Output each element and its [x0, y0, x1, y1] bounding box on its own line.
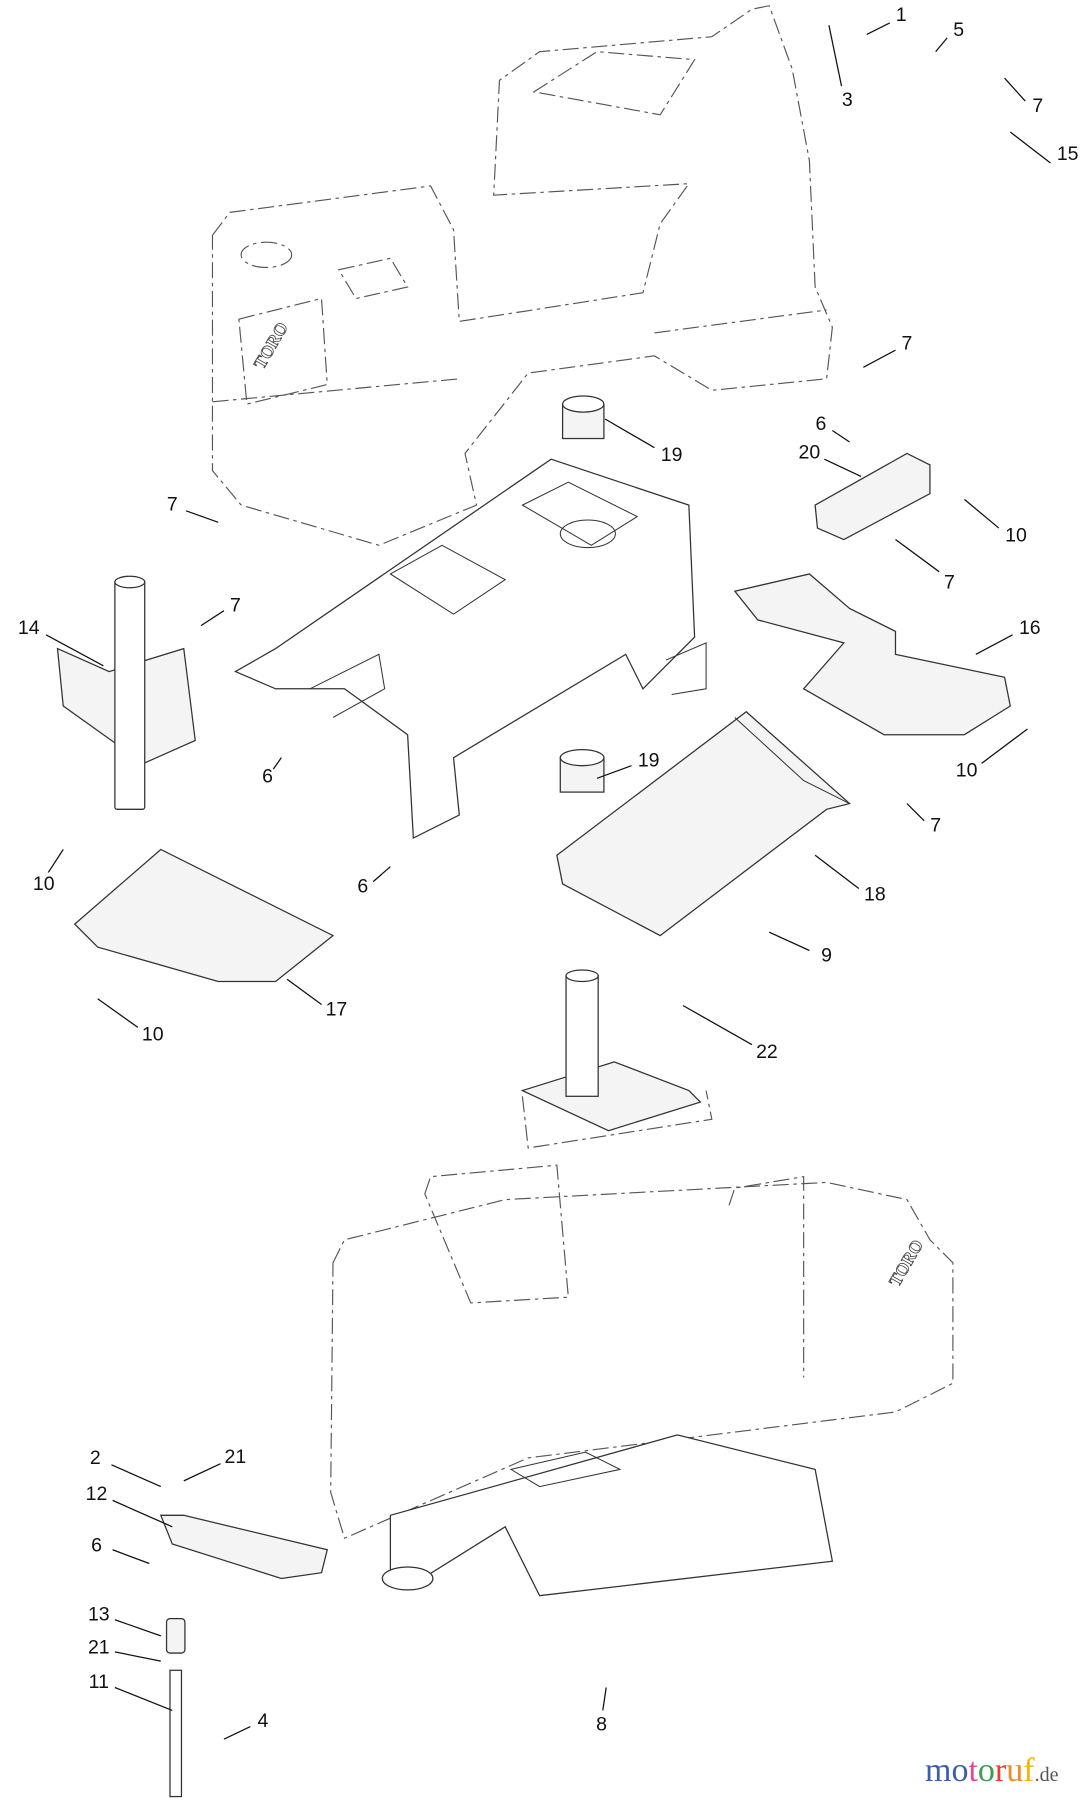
callout-8: 8 [596, 1714, 607, 1736]
leader-line [200, 610, 225, 627]
leader-line [981, 728, 1028, 764]
brand-mark-upper: TORO [250, 319, 292, 372]
leader-line [975, 634, 1013, 655]
pivot-shaft-22 [520, 969, 713, 1149]
callout-1: 1 [896, 4, 907, 26]
lever-12 [159, 1514, 329, 1580]
leader-line [824, 458, 862, 477]
logo-letter: o [951, 1752, 969, 1789]
logo-letter: u [1006, 1752, 1024, 1789]
callout-14: 14 [18, 617, 40, 639]
leader-line [47, 849, 64, 873]
callout-4: 4 [258, 1710, 269, 1732]
callout-6: 6 [91, 1534, 102, 1556]
callout-12: 12 [86, 1483, 108, 1505]
lower-hood-assembly: TORO [330, 1164, 954, 1597]
footrest-18 [556, 710, 851, 937]
cover-plate-16 [733, 573, 1011, 736]
leader-line [372, 866, 391, 883]
bushing-19 [559, 395, 605, 793]
leader-line [114, 1619, 162, 1637]
leader-line [935, 37, 948, 53]
callout-6: 6 [357, 876, 368, 898]
callout-7: 7 [944, 571, 955, 593]
brand-mark-lower: TORO [885, 1236, 927, 1289]
leader-line [112, 1499, 173, 1528]
callout-21: 21 [225, 1446, 247, 1468]
leader-line [185, 510, 219, 523]
callout-7: 7 [930, 815, 941, 837]
leader-line [183, 1463, 221, 1482]
logo-letter: o [977, 1752, 995, 1789]
leader-line [111, 1464, 162, 1488]
leader-line [895, 539, 940, 573]
leader-lines [45, 22, 1051, 1740]
callout-7: 7 [230, 594, 241, 616]
callout-7: 7 [902, 333, 913, 355]
callout-22: 22 [756, 1041, 778, 1063]
callout-20: 20 [799, 442, 821, 464]
leader-line [814, 854, 860, 890]
leader-line [286, 978, 322, 1005]
leader-line [963, 498, 1000, 529]
leader-line [114, 1651, 161, 1662]
leader-line [596, 765, 632, 779]
leader-line [866, 22, 891, 36]
pedestal-bracket-14 [56, 575, 196, 810]
callout-17: 17 [326, 998, 348, 1020]
leader-line [114, 1686, 173, 1712]
logo-tld: .de [1034, 1764, 1059, 1786]
spring-13 [165, 1617, 186, 1798]
callout-11: 11 [89, 1671, 109, 1693]
leader-line [602, 1687, 607, 1711]
bracket-20 [814, 452, 931, 541]
leader-line [604, 418, 655, 449]
cover-plate-17 [73, 848, 335, 983]
callout-10: 10 [956, 760, 978, 782]
logo-letter: r [994, 1752, 1007, 1789]
callout-3: 3 [842, 89, 853, 111]
callout-10: 10 [33, 873, 55, 895]
leader-line [1009, 131, 1051, 164]
leader-line [863, 349, 896, 368]
callout-18: 18 [864, 884, 886, 906]
callout-16: 16 [1019, 617, 1041, 639]
callout-15: 15 [1057, 143, 1079, 165]
callout-7: 7 [167, 493, 178, 515]
callout-19: 19 [661, 444, 683, 466]
callout-6: 6 [815, 413, 826, 435]
leader-line [223, 1725, 251, 1740]
upper-hood: TORO [211, 5, 833, 546]
leader-line [832, 429, 850, 443]
leader-line [45, 634, 104, 667]
logo-letter: m [925, 1752, 952, 1789]
leader-line [682, 1005, 753, 1046]
leader-line [906, 803, 925, 822]
watermark-logo: motoruf.de [925, 1752, 1058, 1790]
logo-letter: f [1023, 1752, 1035, 1789]
leader-line [272, 757, 282, 770]
leader-line [828, 25, 843, 87]
callout-7: 7 [1032, 95, 1043, 117]
leader-line [768, 931, 810, 952]
main-frame [234, 458, 707, 840]
callout-9: 9 [821, 944, 832, 966]
callout-6: 6 [262, 765, 273, 787]
callout-13: 13 [88, 1603, 110, 1625]
leader-line [112, 1549, 150, 1565]
callout-21: 21 [88, 1637, 110, 1659]
logo-letter: t [968, 1752, 978, 1789]
callout-10: 10 [1005, 524, 1027, 546]
leader-line [1004, 77, 1026, 102]
callout-5: 5 [953, 19, 964, 41]
callout-2: 2 [90, 1447, 101, 1469]
callout-19: 19 [638, 749, 660, 771]
leader-line [97, 998, 139, 1028]
callout-10: 10 [142, 1024, 164, 1046]
